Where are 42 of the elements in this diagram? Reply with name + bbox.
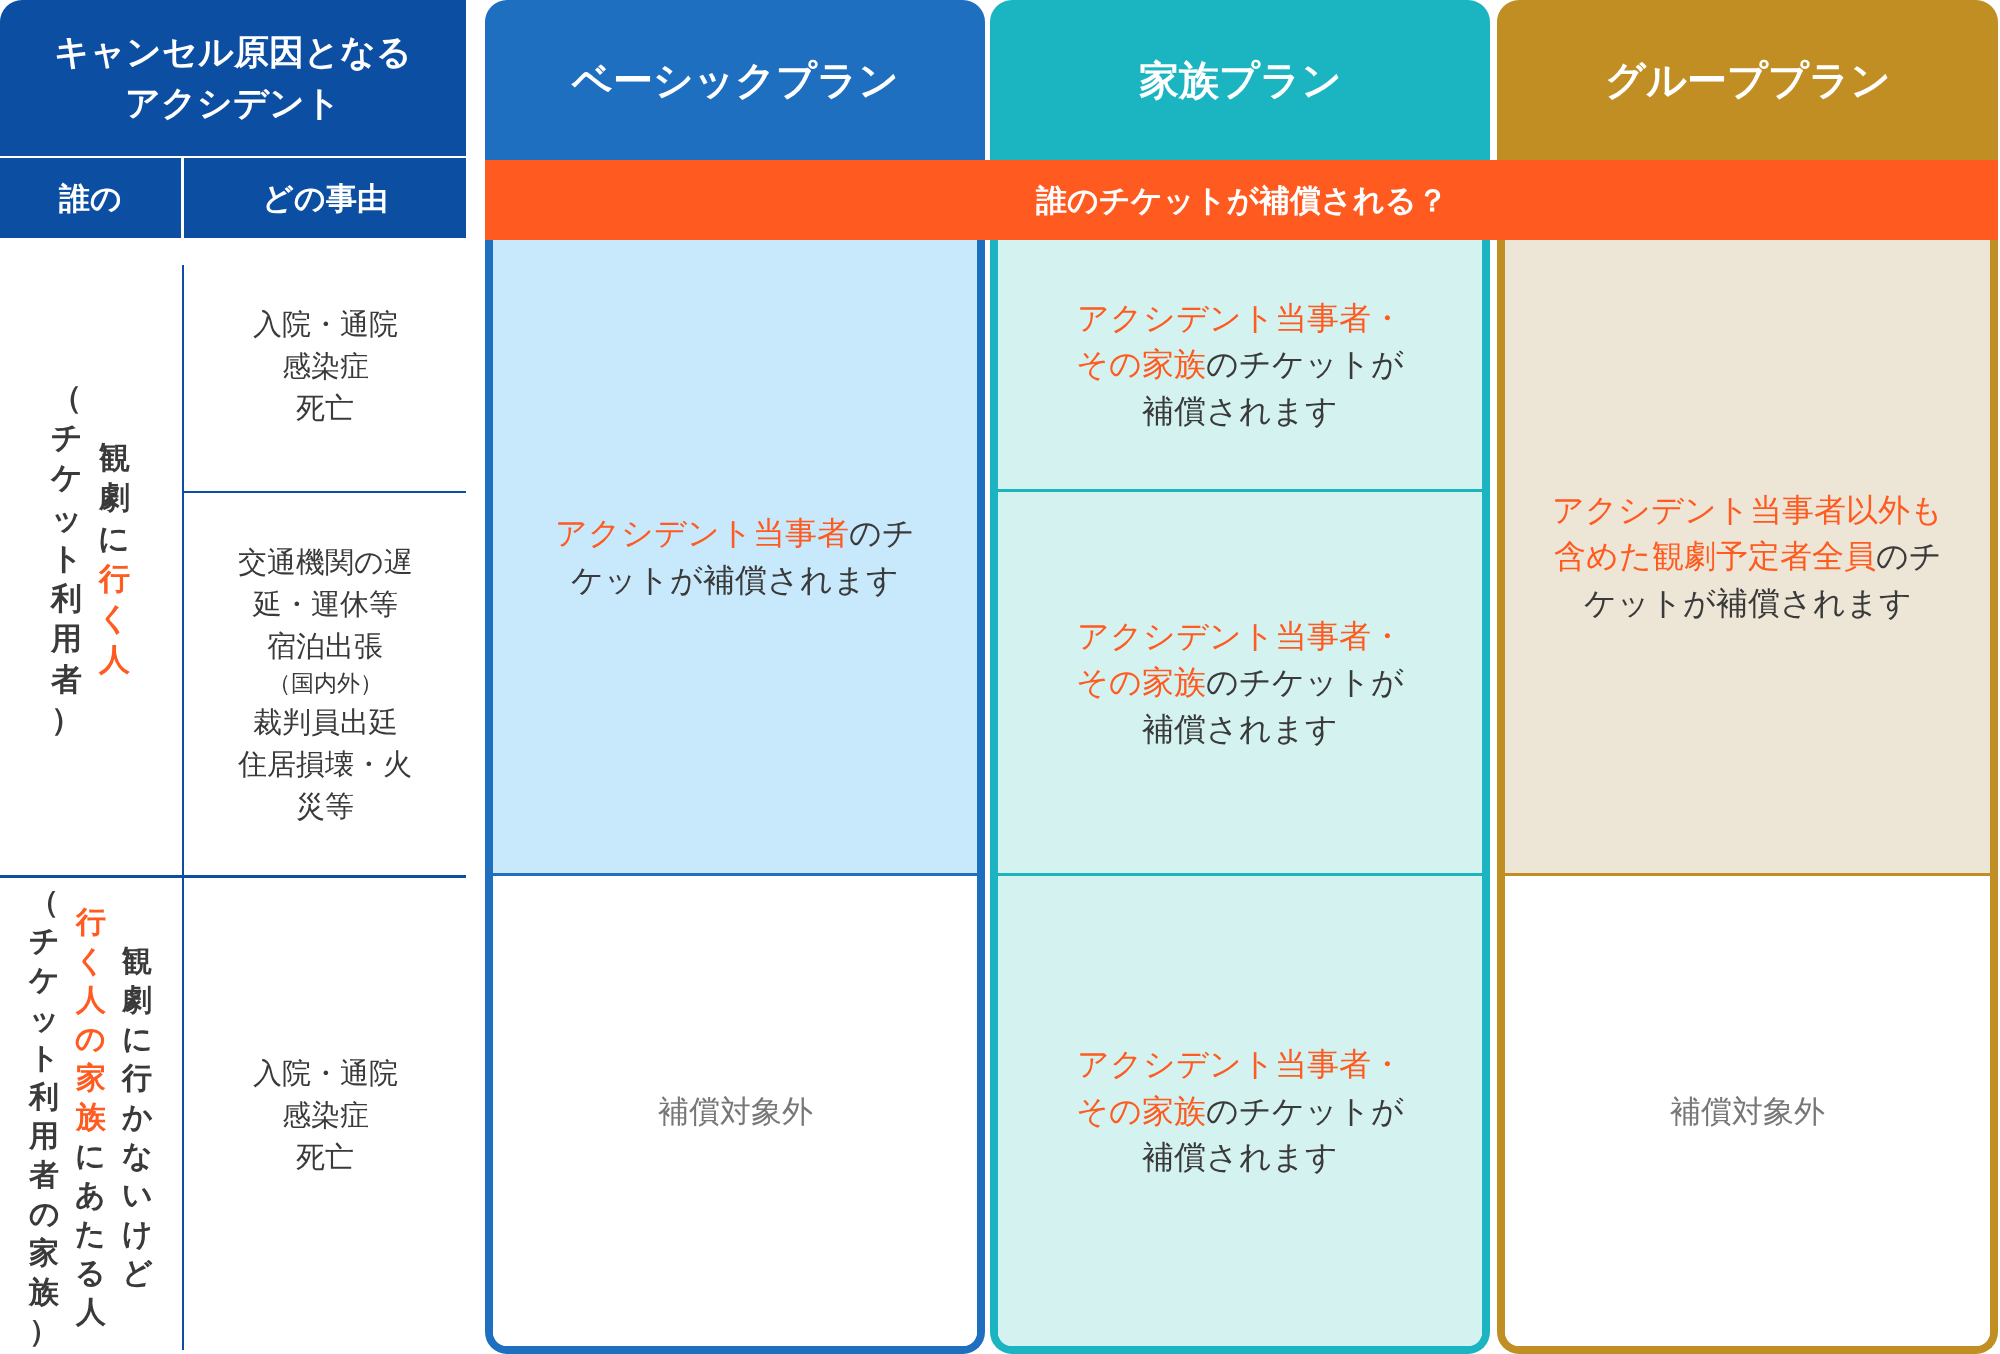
question-text: 誰のチケットが補償される？: [1034, 180, 1449, 220]
coverage-text: アクシデント当事者・その家族のチケットが補償されます: [1075, 1044, 1405, 1179]
reason-text: 宿泊出張: [266, 628, 384, 666]
coverage-text: アクシデント当事者・その家族のチケットが補償されます: [1075, 297, 1405, 432]
who-text: （チケット利用者）: [49, 377, 84, 740]
coverage-text: 補償対象外: [656, 1091, 814, 1131]
coverage-cell: [493, 240, 977, 876]
reason-text: （国内外）: [266, 669, 384, 699]
reason-text: 住居損壊・火災等: [237, 745, 413, 825]
who-text: 行く人の家族にあたる人: [74, 902, 107, 1331]
reason-text: 交通機関の遅延・運休等: [236, 544, 414, 624]
header-cell: [184, 158, 466, 238]
header-text: キャンセル原因となるアクシデント: [53, 31, 413, 125]
plan-name: ベーシックプラン: [570, 56, 900, 105]
who-text: 観劇に行く人: [97, 438, 132, 679]
plan-header: [1497, 0, 1998, 160]
plan-header: [990, 0, 1490, 160]
reason-text: 裁判員出廷: [251, 703, 399, 741]
reason-text: 死亡: [295, 1139, 355, 1176]
plan-header: [485, 0, 985, 160]
coverage-cell: [998, 240, 1482, 492]
header-text: 誰の: [58, 178, 123, 218]
plan-name: グループプラン: [1603, 56, 1892, 105]
coverage-text: アクシデント当事者・その家族のチケットが補償されます: [1075, 615, 1405, 750]
header-cell: [0, 158, 181, 238]
reason-text: 感染症: [280, 347, 370, 385]
reason-text: 入院・通院: [251, 305, 399, 343]
coverage-text: 補償対象外: [1669, 1091, 1826, 1131]
header-cell: [0, 0, 466, 156]
reason-text: 入院・通院: [251, 1054, 399, 1092]
question-band: [485, 160, 1998, 240]
coverage-cell: [998, 492, 1482, 876]
who-text: （チケット利用者の家族）: [27, 883, 61, 1350]
coverage-text: アクシデント当事者以外も含めた観劇予定者全員のチケットが補償されます: [1551, 489, 1944, 624]
coverage-cell: [1505, 240, 1990, 876]
reason-text: 感染症: [280, 1096, 370, 1134]
coverage-text: アクシデント当事者のチケットが補償されます: [554, 513, 916, 601]
who-text: 観劇に行かないけど: [120, 941, 154, 1292]
plan-name: 家族プラン: [1137, 56, 1343, 105]
reason-text: 死亡: [295, 390, 355, 427]
header-text: どの事由: [261, 178, 389, 218]
coverage-cell: [998, 876, 1482, 1346]
